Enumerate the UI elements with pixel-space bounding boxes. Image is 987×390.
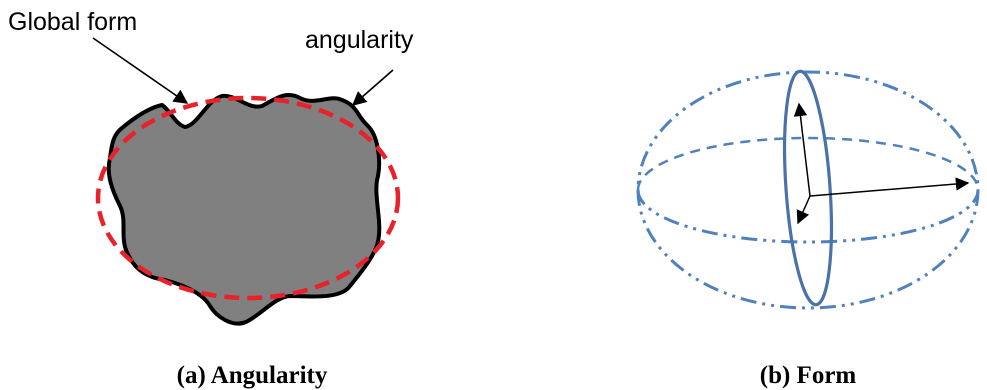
angularity-label: angularity — [305, 26, 414, 54]
caption-angularity: (a) Angularity — [177, 362, 328, 389]
panel-form: (b) Form — [636, 69, 980, 389]
ellipsoid-outline — [636, 70, 980, 310]
panel-angularity: Global form angularity (a) Angularity — [8, 8, 414, 389]
axis-arrow-intermediate — [793, 102, 811, 197]
axis-arrow-long — [809, 177, 970, 197]
axis-arrow-short — [796, 195, 811, 225]
global-form-ellipse — [95, 95, 401, 301]
equator-back-arc — [636, 136, 980, 191]
global-form-label: Global form — [8, 8, 137, 36]
caption-form: (b) Form — [760, 362, 857, 389]
particle-shape — [106, 93, 382, 326]
cross-section-ellipse — [782, 69, 834, 307]
global-form-leader-arrow — [92, 37, 189, 104]
equator-front-arc — [636, 189, 980, 244]
angularity-leader-arrow — [351, 69, 394, 106]
